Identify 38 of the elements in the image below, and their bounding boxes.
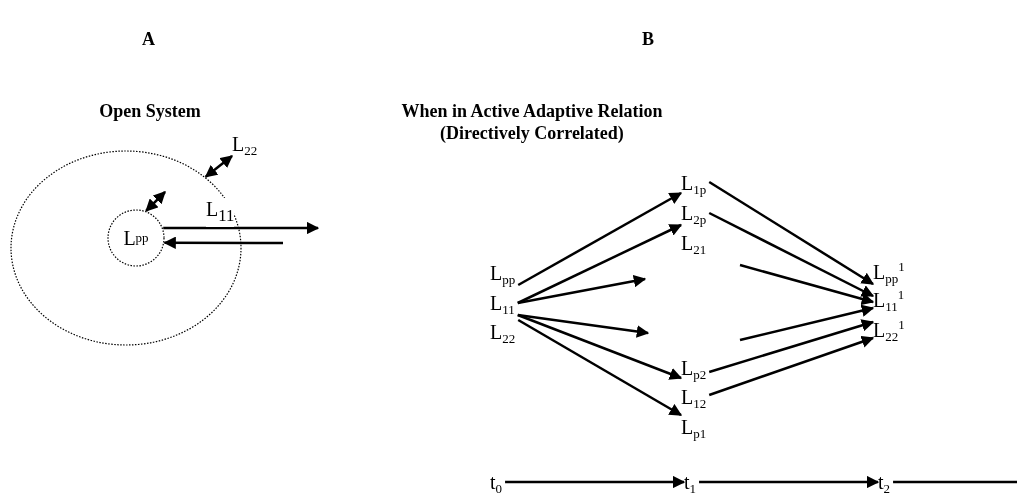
variable-label: L$_{p1}$	[681, 415, 710, 439]
variable-label: L$_{12}$	[681, 385, 710, 409]
arrow	[517, 223, 683, 305]
variable-label: L$_{1p}$	[681, 171, 710, 195]
arrow	[517, 274, 647, 305]
arrow	[708, 180, 875, 286]
connector-line	[893, 480, 1017, 484]
variable-label: L$_{21}$	[681, 231, 710, 255]
arrow	[708, 319, 875, 374]
variable-label: L$_{22}$	[490, 320, 519, 344]
panel-heading: Open System	[98, 100, 202, 122]
arrow	[739, 304, 875, 342]
arrow	[708, 335, 875, 397]
arrow	[163, 221, 320, 235]
arrow	[517, 313, 650, 338]
variable-label: t$_{0}$	[490, 470, 506, 494]
double-arrow	[204, 155, 233, 178]
arrow	[517, 313, 683, 380]
arrow	[163, 236, 283, 250]
arrow	[505, 475, 686, 489]
edge-label: L$_{11}$	[206, 198, 235, 227]
boundary-circle	[10, 150, 242, 346]
variable-label: t$_{1}$	[684, 470, 700, 494]
arrow	[517, 191, 683, 287]
panel-letter: B	[642, 28, 654, 50]
variable-label: L$_{22}$	[232, 132, 261, 156]
arrow	[517, 318, 683, 417]
arrow	[708, 211, 875, 298]
panel-heading: When in Active Adaptive Relation (Directively Correlated)	[400, 100, 664, 144]
variable-label: t$_{2}$	[878, 470, 894, 494]
arrow	[699, 475, 880, 489]
variable-label: L$_{pp}$	[490, 261, 519, 285]
variable-label: L$_{2p}$	[681, 201, 710, 225]
variable-label: L$_{11}$	[490, 291, 518, 315]
double-arrow	[145, 191, 166, 212]
panel-letter: A	[142, 28, 155, 50]
variable-label: L$_{p2}$	[681, 356, 710, 380]
arrow	[739, 263, 875, 305]
